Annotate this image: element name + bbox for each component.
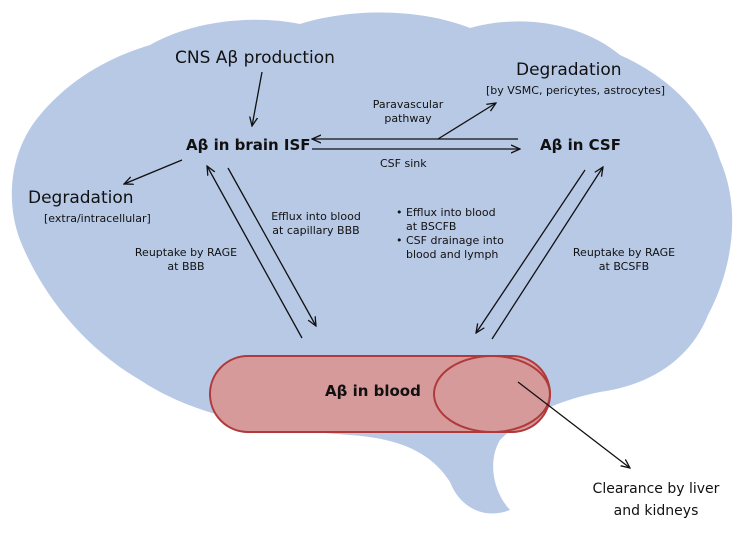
node-cns-production: CNS Aβ production [175,48,335,68]
clearance-line1: Clearance by liver [592,481,720,497]
label-reuptake-bbb-line2: at BBB [167,260,205,273]
arrow-blood-to-isf [207,166,303,339]
arrow-csf-to-blood [476,169,586,333]
arrow-production-to-isf [252,71,263,126]
label-bullets: • Efflux into blood at BSCFB • CSF drain… [396,206,504,262]
label-paravascular: Paravascular pathway [358,98,458,126]
label-reuptake-bbb-line1: Reuptake by RAGE [134,246,238,259]
blood-vessel-end [433,355,551,433]
label-reuptake-bcsfb-line2: at BCSFB [598,260,650,273]
node-degradation-right: Degradation [516,60,622,80]
node-brain-isf: Aβ in brain ISF [186,136,311,154]
label-reuptake-bcsfb: Reuptake by RAGE at BCSFB [560,246,688,274]
clearance-line2: and kidneys [613,503,699,519]
label-reuptake-bcsfb-line1: Reuptake by RAGE [572,246,676,259]
label-paravascular-line1: Paravascular [372,98,444,111]
arrow-blood-to-clearance [517,381,630,468]
node-degradation-left-note: [extra/intracellular] [44,212,151,225]
label-efflux-bbb: Efflux into blood at capillary BBB [254,210,378,238]
bullet1-line2: at BSCFB [406,220,457,233]
arrow-isf-to-degradation [124,159,183,184]
label-paravascular-line2: pathway [384,112,432,125]
arrow-blood-to-csf [491,167,603,340]
arrow-isf-to-blood [227,167,316,326]
label-csf-sink: CSF sink [380,157,427,170]
node-degradation-left: Degradation [28,188,134,208]
node-degradation-right-note: [by VSMC, pericytes, astrocytes] [486,84,666,97]
label-efflux-bbb-line1: Efflux into blood [271,210,361,223]
bullet1-line1: • Efflux into blood [396,206,496,219]
brain-shape [11,12,733,514]
bullet2-line2: blood and lymph [406,248,499,261]
bullet2-line1: • CSF drainage into [396,234,504,247]
arrow-paravascular-to-degradation [437,103,496,140]
label-reuptake-bbb: Reuptake by RAGE at BBB [122,246,250,274]
node-csf: Aβ in CSF [540,136,621,154]
label-efflux-bbb-line2: at capillary BBB [272,224,360,237]
node-clearance: Clearance by liver and kidneys [586,478,726,522]
node-blood: Aβ in blood [325,382,421,400]
